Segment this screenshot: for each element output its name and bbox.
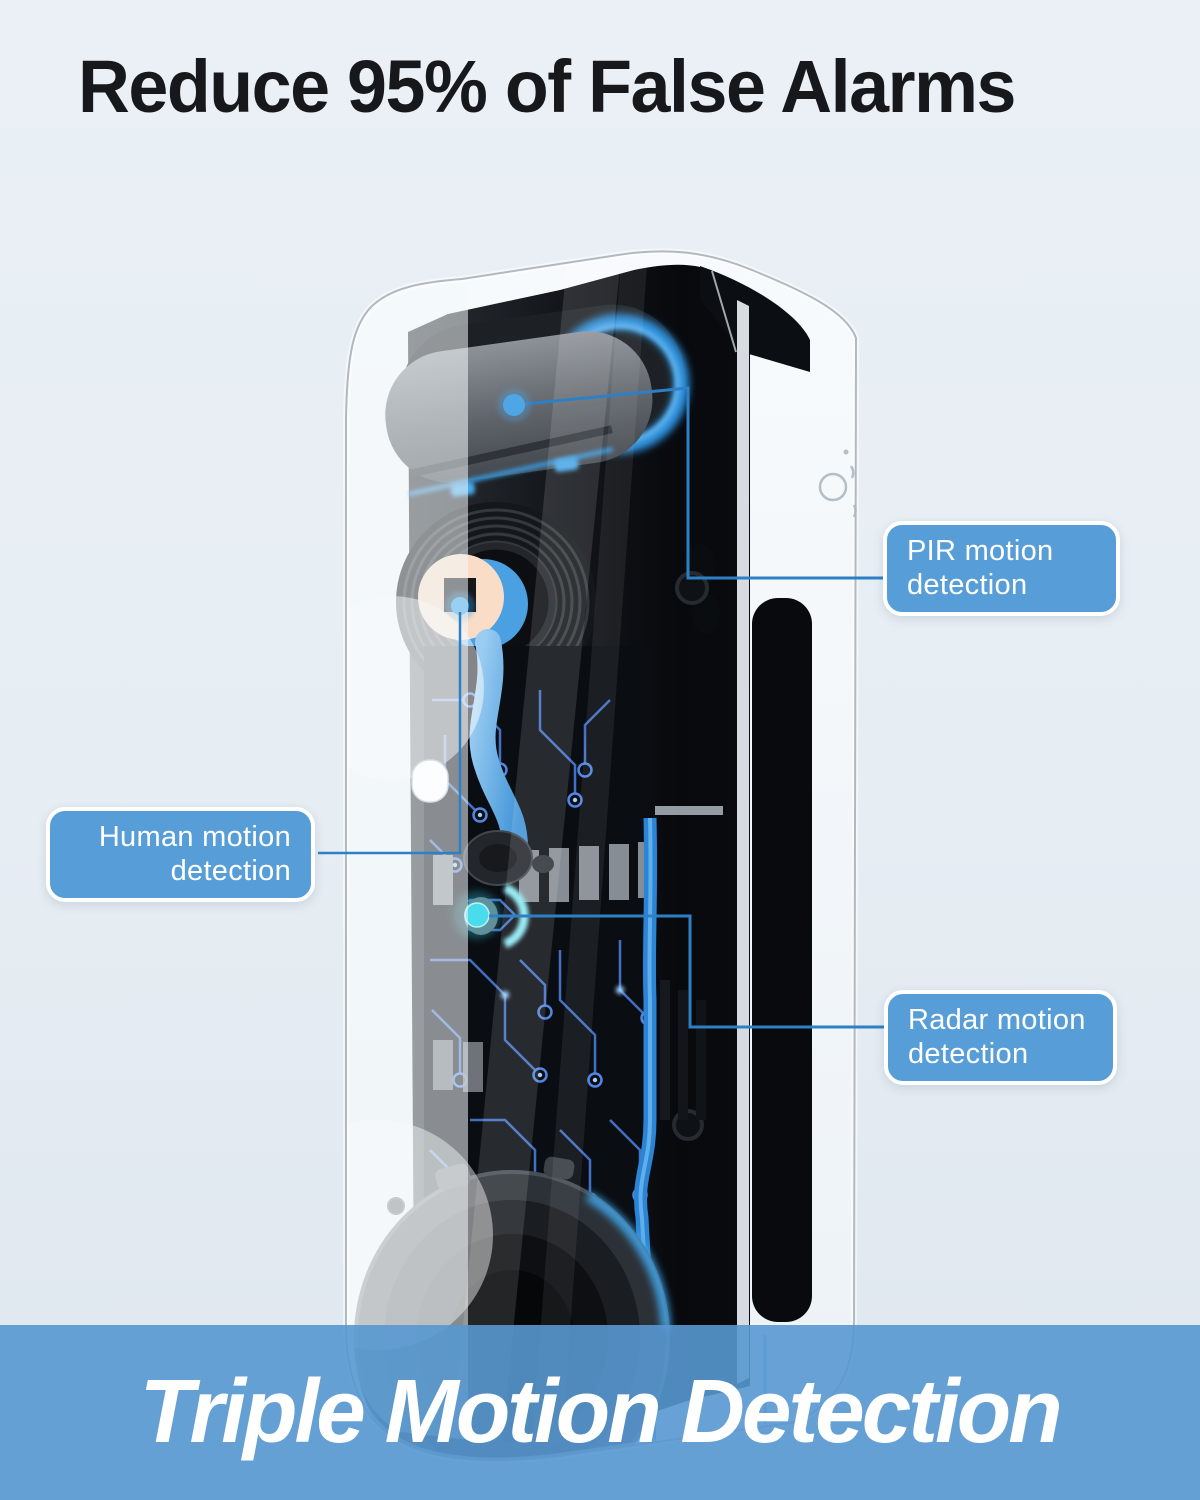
- human-leader-line: [318, 612, 462, 855]
- shell-left-rim: [348, 281, 468, 1440]
- radar-leader-line: [489, 914, 887, 1029]
- callout-pir-line1: PIR motion: [907, 535, 1054, 567]
- flex-cable: [469, 629, 529, 865]
- callout-radar-line2: detection: [908, 1037, 1029, 1070]
- callout-pir: PIR motion detection: [883, 521, 1120, 617]
- callout-radar-line1: Radar motion: [908, 1004, 1086, 1036]
- banner: Triple Motion Detection: [0, 1325, 1200, 1500]
- callout-leaders: [318, 386, 887, 1029]
- mount-plate-marks: [818, 449, 857, 518]
- callout-radar: Radar motion detection: [884, 990, 1117, 1086]
- glass-reflection: [452, 251, 622, 1442]
- radar-callout-dot: [464, 902, 490, 928]
- banner-text: Triple Motion Detection: [139, 1362, 1063, 1462]
- pir-leader-line: [513, 386, 886, 580]
- callout-pir-line2: detection: [907, 568, 1028, 601]
- callout-human-line1: Human motion: [98, 821, 291, 853]
- pir-callout-dot: [503, 394, 525, 416]
- callout-human-line2: detection: [170, 854, 291, 887]
- doorbell-button: [411, 759, 449, 803]
- callout-human: Human motion detection: [46, 807, 315, 903]
- page-title: Reduce 95% of False Alarms: [78, 45, 1016, 128]
